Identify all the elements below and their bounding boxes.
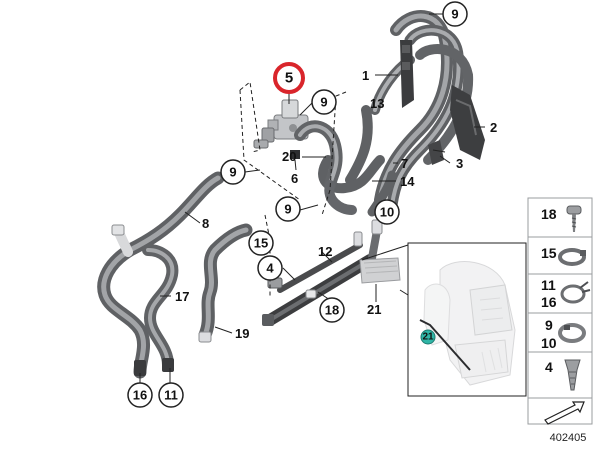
bracket-part-1	[400, 40, 414, 108]
hose-part-17	[142, 244, 179, 372]
label-6: 6	[291, 171, 298, 186]
callout-10: 10	[380, 205, 394, 220]
label-21: 21	[367, 302, 381, 317]
hose-part-8	[97, 171, 225, 379]
screw-icon	[566, 205, 582, 232]
pipe-assembly-part-12	[262, 219, 383, 326]
spring-clamp-icon	[560, 281, 591, 304]
label-13: 13	[370, 96, 384, 111]
hose-part-20	[294, 120, 357, 215]
hose-bundle-right	[318, 10, 474, 217]
hose-clamp-icon	[558, 248, 586, 266]
callout-15: 15	[254, 236, 268, 251]
legend-num-16: 16	[541, 294, 557, 310]
label-14: 14	[400, 174, 415, 189]
diagram-id: 402405	[550, 432, 587, 444]
label-20: 20	[282, 149, 296, 164]
callout-9-left: 9	[229, 165, 236, 180]
callout-11: 11	[164, 388, 178, 403]
callout-9-mid: 9	[284, 202, 291, 217]
label-3: 3	[456, 156, 463, 171]
legend-num-10: 10	[541, 335, 557, 351]
label-1: 1	[362, 68, 369, 83]
legend-num-9: 9	[545, 317, 553, 333]
callout-18: 18	[325, 303, 339, 318]
label-2: 2	[490, 120, 497, 135]
valve-group-outline	[239, 81, 347, 216]
label-12: 12	[318, 244, 332, 259]
label-7: 7	[401, 156, 408, 171]
part-labels: 1 13 2 20 6 7 3 14 8 12 17 19 21 21	[175, 68, 497, 343]
callout-circles: 9 5 9 9 9 10 15 4 18 16 11	[127, 1, 468, 408]
clip-part-3	[428, 140, 446, 165]
inset-label-21: 21	[422, 332, 434, 343]
hose-part-19	[198, 223, 253, 343]
label-19: 19	[235, 326, 249, 341]
callout-5-highlighted: 5	[285, 70, 293, 87]
legend-num-18: 18	[541, 206, 557, 222]
push-clip-icon	[564, 359, 581, 391]
label-17: 17	[175, 289, 189, 304]
legend-num-15: 15	[541, 245, 557, 261]
band-clamp-icon	[558, 323, 586, 343]
callout-16: 16	[133, 388, 147, 403]
legend-num-11: 11	[541, 277, 556, 293]
legend-num-4: 4	[545, 359, 553, 375]
clamp-part-6	[290, 150, 300, 159]
parts-legend	[527, 197, 593, 425]
callout-9-valve: 9	[320, 95, 327, 110]
view-arrow-icon	[544, 401, 585, 425]
inset-panel	[361, 242, 527, 397]
callout-9-top: 9	[451, 7, 458, 22]
label-8: 8	[202, 216, 209, 231]
legend-numbers: 18 15 11 16 9 10 4	[541, 206, 557, 375]
bracket-part-2	[450, 85, 485, 160]
callout-4: 4	[266, 261, 274, 276]
pad-part-21	[359, 257, 401, 284]
